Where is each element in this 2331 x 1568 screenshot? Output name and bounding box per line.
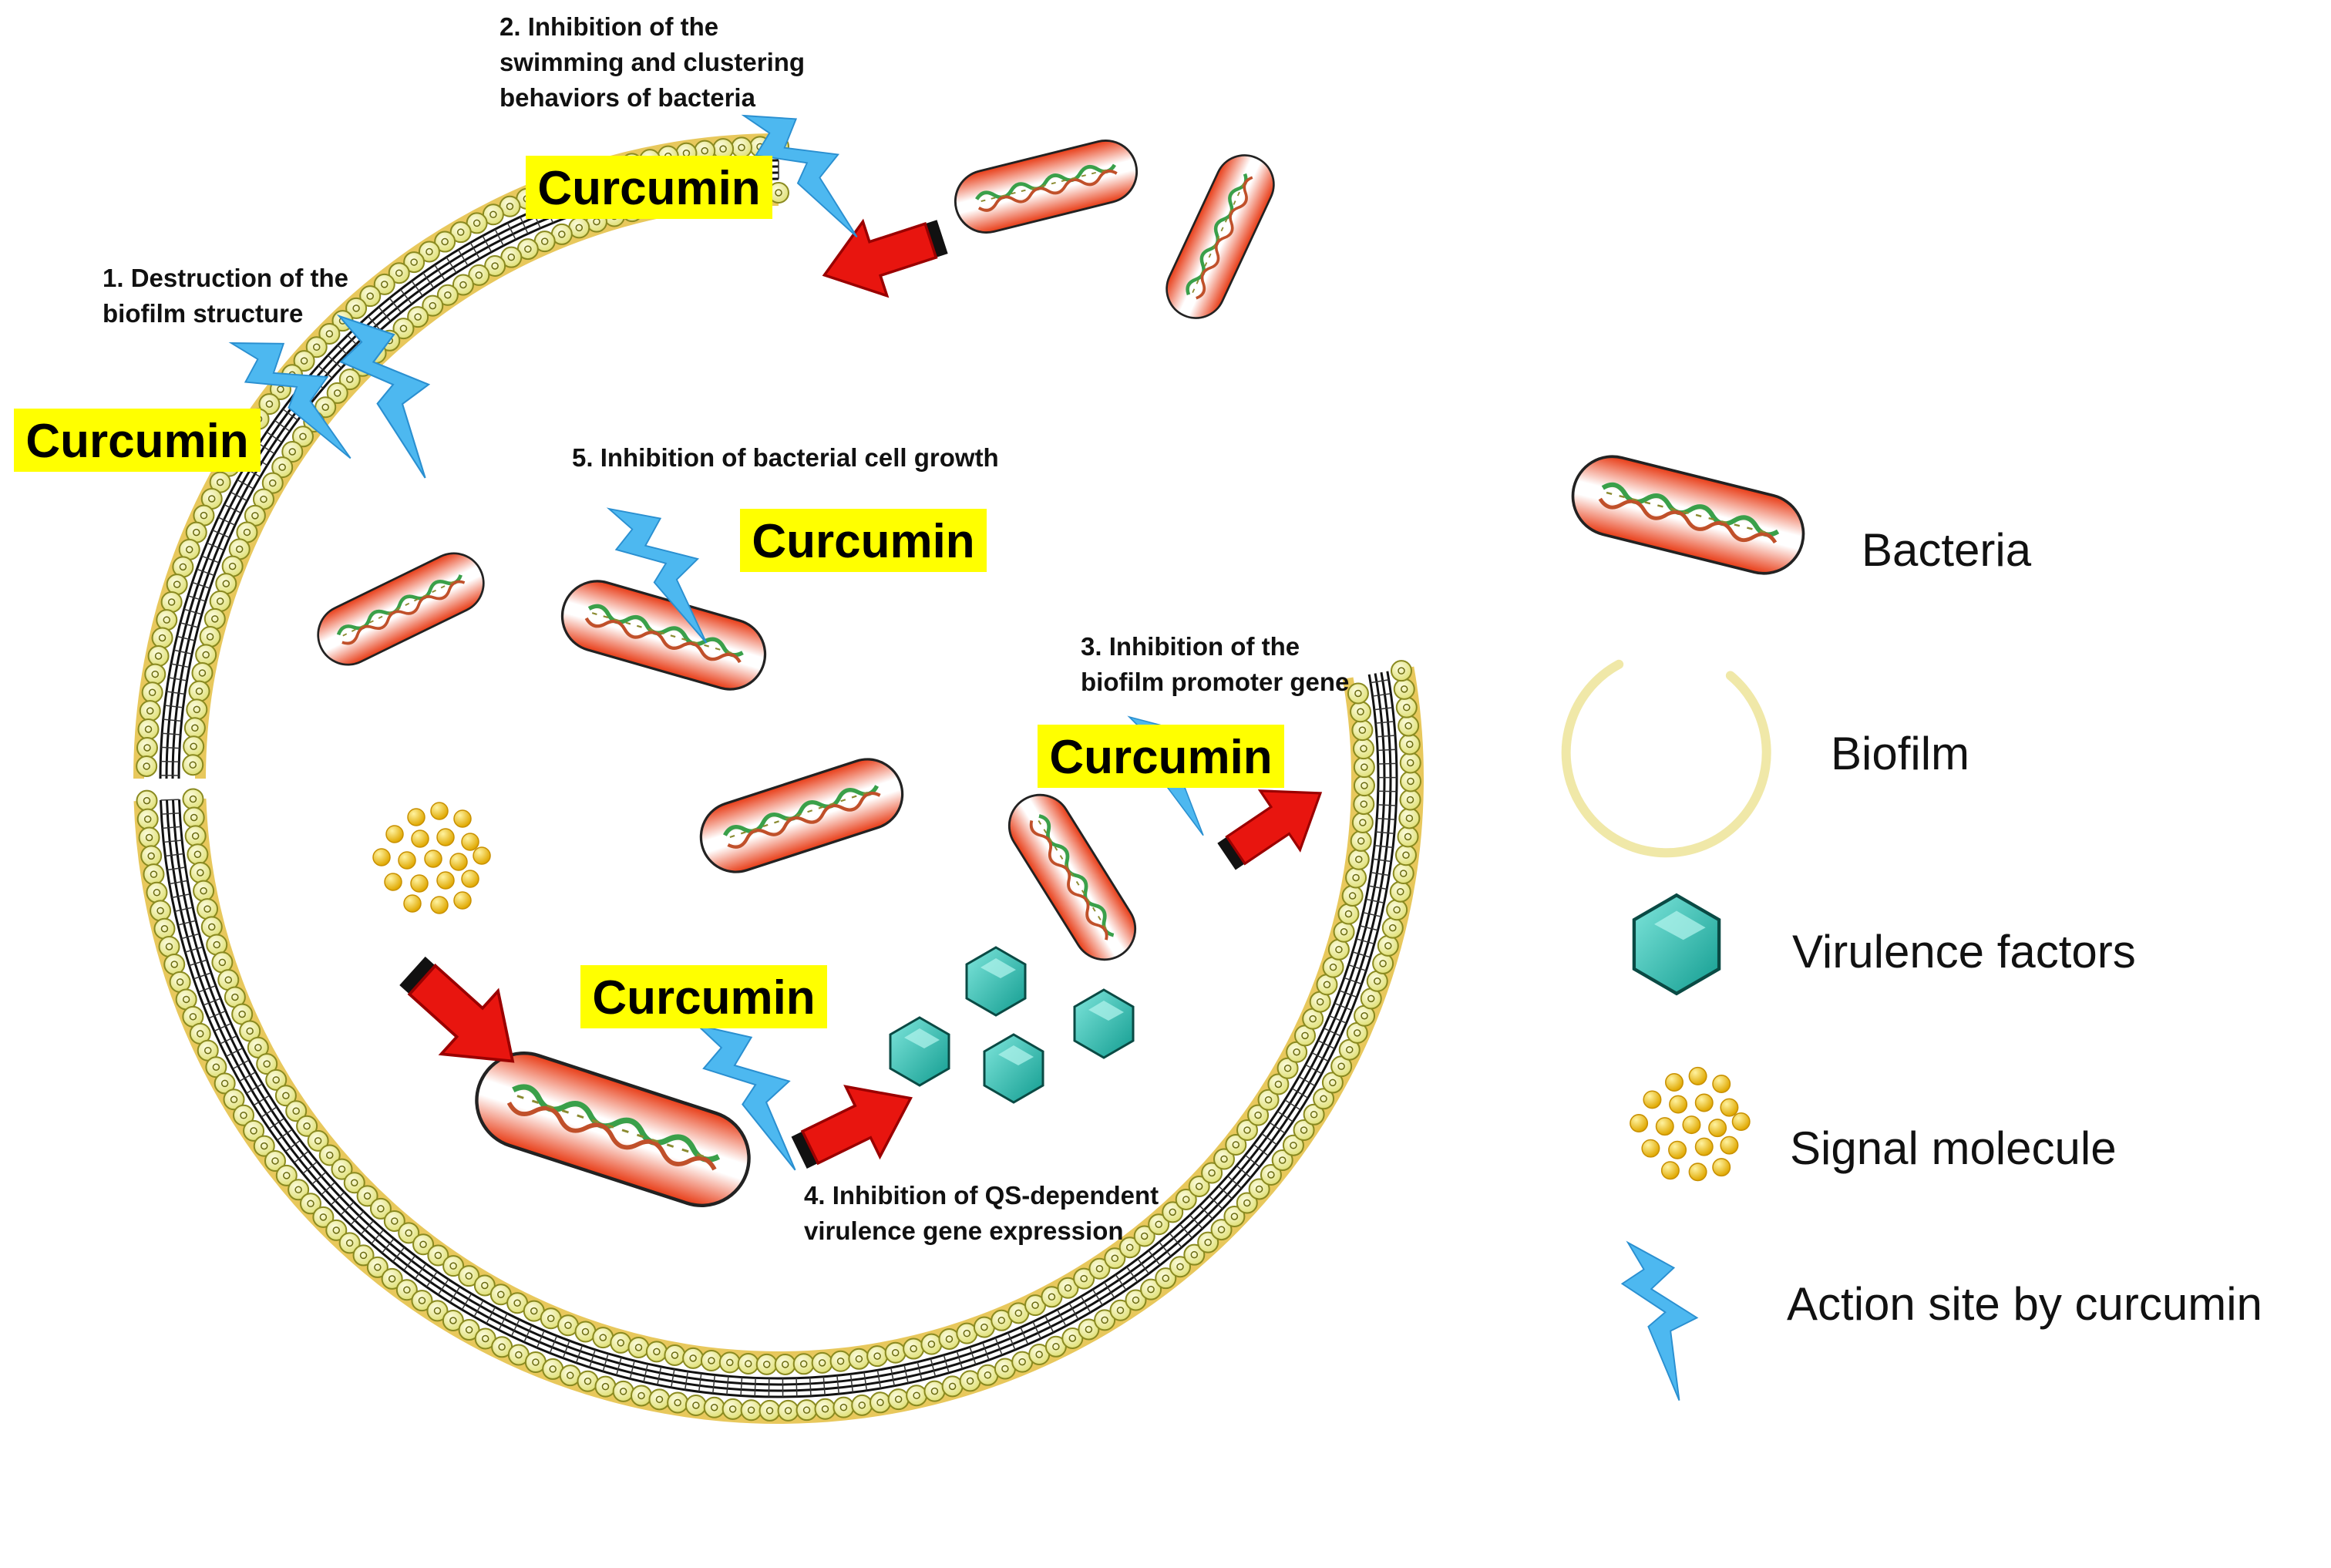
virulence-factor-1 (965, 946, 1027, 1017)
bacteria-5 (692, 750, 912, 881)
step-5-text: 5. Inhibition of bacterial cell growth (572, 443, 999, 472)
step-2-text: 2. Inhibition of the swimming and cluste… (500, 12, 812, 112)
virulence-factor-4 (983, 1033, 1044, 1104)
step-1-text: 1. Destruction of the biofilm structure (103, 264, 355, 328)
legend-biofilm-label: Biofilm (1831, 728, 1969, 779)
bacteria-2 (1157, 146, 1283, 328)
biofilm-icon (1561, 659, 1771, 858)
dots-icon (1630, 1066, 1751, 1182)
svg-text:Curcumin: Curcumin (537, 162, 760, 215)
virulence-factor-3 (1073, 988, 1135, 1059)
bacteria-1 (949, 134, 1143, 239)
bacteria-icon (1565, 448, 1812, 581)
svg-text:Curcumin: Curcumin (752, 515, 974, 568)
svg-text:Curcumin: Curcumin (25, 415, 248, 468)
legend: Bacteria Biofilm Virulence factors Signa… (1561, 448, 2262, 1401)
signal-molecule-cluster (372, 802, 491, 914)
svg-text:Curcumin: Curcumin (592, 971, 815, 1025)
legend-signal-label: Signal molecule (1790, 1122, 2117, 1174)
step-3-text: 3. Inhibition of the biofilm promoter ge… (1081, 632, 1349, 696)
hexagon-icon (1634, 895, 1719, 994)
legend-bacteria-label: Bacteria (1862, 524, 2032, 576)
legend-virulence-label: Virulence factors (1792, 926, 2136, 977)
svg-text:Curcumin: Curcumin (1049, 731, 1272, 784)
bacteria-3 (308, 543, 494, 675)
virulence-factor-2 (889, 1016, 950, 1087)
legend-action-label: Action site by curcumin (1787, 1278, 2262, 1330)
curcumin-label-5: Curcumin (580, 965, 827, 1028)
curcumin-label-2: Curcumin (14, 409, 261, 472)
lightning-icon (1570, 1233, 1744, 1401)
curcumin-label-1: Curcumin (526, 156, 772, 219)
step-4-text: 4. Inhibition of QS-dependent virulence … (804, 1181, 1166, 1245)
curcumin-label-3: Curcumin (740, 509, 987, 572)
arrow-virulence (780, 1062, 930, 1189)
biofilm-arc-right (133, 660, 1424, 1424)
bacteria-6 (997, 783, 1147, 971)
curcumin-label-4: Curcumin (1038, 725, 1284, 788)
